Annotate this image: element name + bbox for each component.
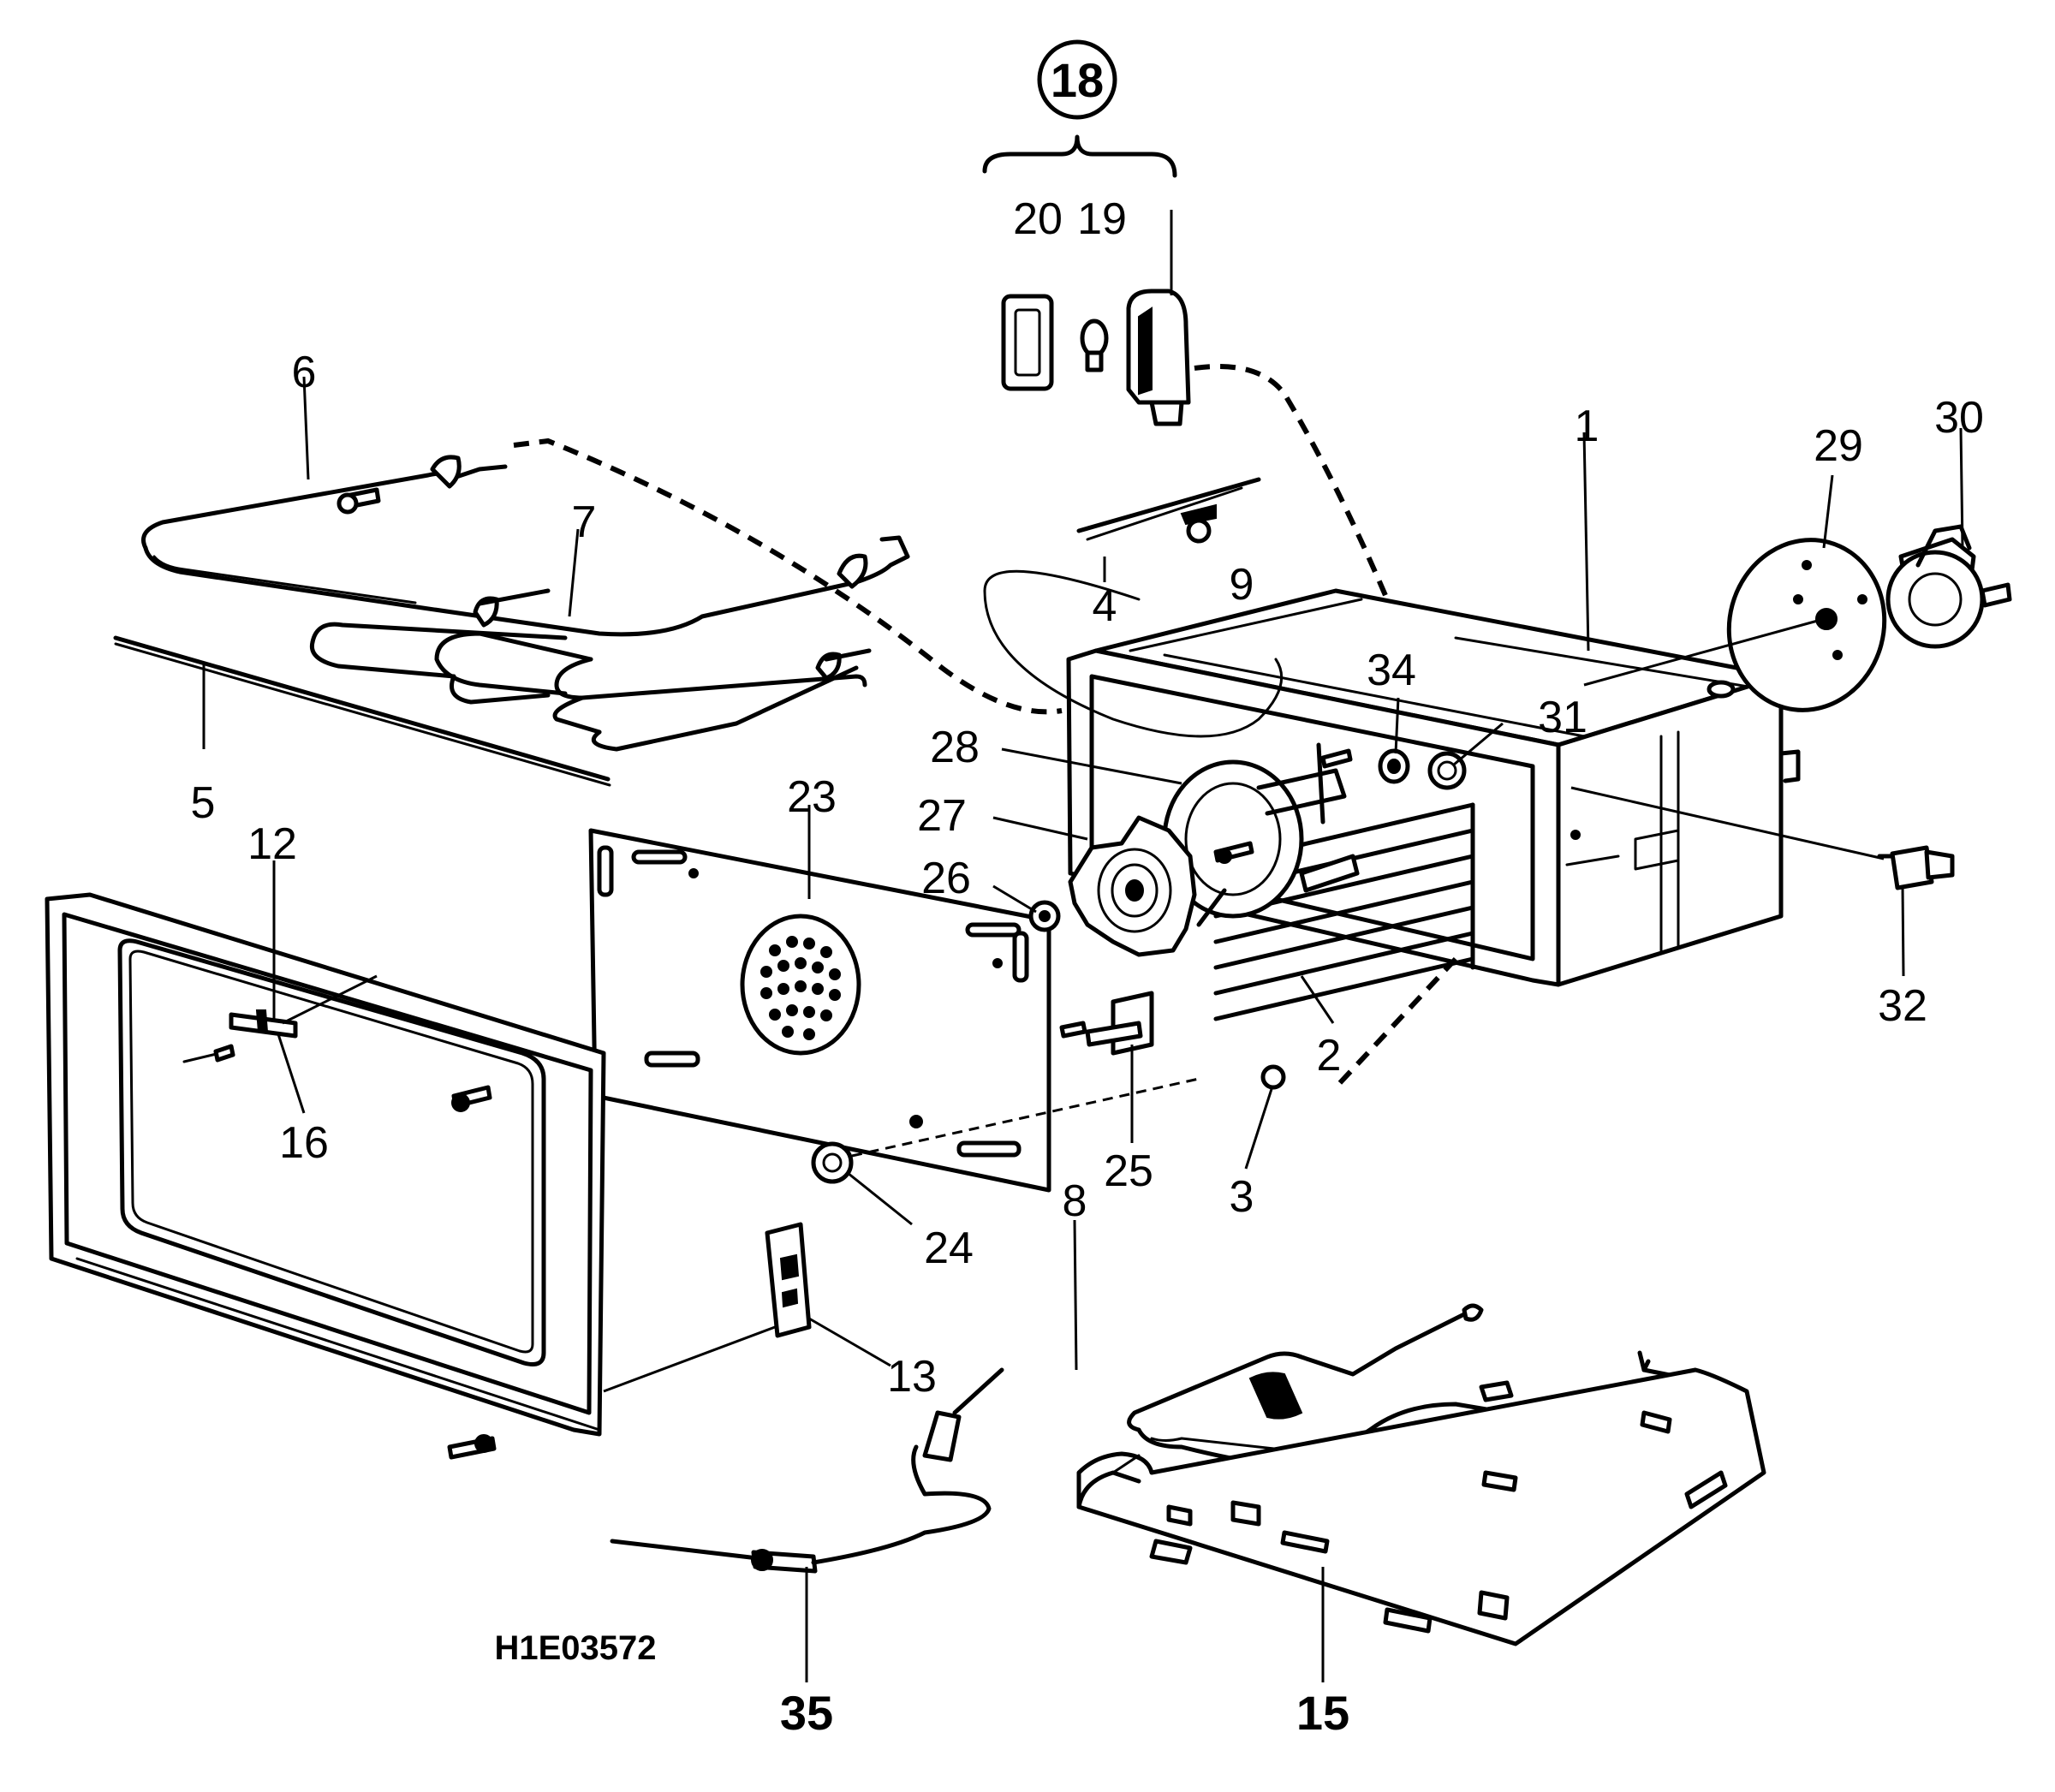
bracket-25 [1059, 991, 1154, 1056]
label-18: 18 [1051, 53, 1104, 107]
label-23: 23 [787, 772, 837, 822]
grill-element-6 [141, 455, 910, 637]
nut-24-axis [851, 1077, 1200, 1158]
hinge-screw [447, 1434, 497, 1460]
label-6: 6 [292, 348, 317, 397]
label-26: 26 [921, 854, 971, 903]
hinge-axis-line [603, 1325, 776, 1393]
label-24: 24 [924, 1223, 974, 1273]
base-panel-15 [1076, 1367, 1766, 1646]
label-16: 16 [279, 1118, 329, 1168]
label-8: 8 [1063, 1176, 1087, 1226]
nut-3 [1260, 1064, 1286, 1090]
hinge-13 [765, 1222, 812, 1338]
nut-26 [1028, 900, 1061, 932]
screw-near-34 [1320, 748, 1353, 769]
label-32: 32 [1878, 981, 1927, 1031]
rod-5 [113, 635, 611, 787]
label-28: 28 [930, 723, 980, 772]
lamp-bulb-19 [1080, 319, 1109, 372]
sensor-32 [1877, 845, 1955, 890]
label-29: 29 [1814, 421, 1863, 471]
part-18-circle [1037, 39, 1117, 120]
door-screw [451, 1085, 492, 1112]
lamp-cover-20 [1001, 294, 1054, 391]
axis-line-29 [1583, 617, 1825, 687]
label-20: 20 [1013, 194, 1063, 244]
lamp-group-brace [982, 134, 1177, 178]
label-12: 12 [247, 819, 297, 869]
label-3: 3 [1230, 1172, 1254, 1222]
label-35: 35 [780, 1686, 833, 1740]
label-13: 13 [887, 1352, 937, 1402]
label-5: 5 [191, 778, 216, 828]
fan-screw [1213, 841, 1254, 864]
label-19: 19 [1077, 194, 1127, 244]
cavity-dashed-link [1333, 956, 1458, 1090]
label-7: 7 [572, 497, 597, 547]
nut-24 [811, 1141, 854, 1184]
fan-motor-28 [1162, 742, 1360, 927]
label-34: 34 [1367, 646, 1416, 695]
fan-motor-30 [1885, 524, 2012, 649]
handle-clip-16 [182, 1009, 298, 1063]
axis-line-32 [1570, 786, 1885, 860]
label-15: 15 [1296, 1686, 1349, 1740]
probe-35 [610, 1367, 1004, 1574]
rear-panel-23 [588, 828, 1051, 1193]
label-30: 30 [1934, 393, 1984, 443]
leader-lines [202, 210, 1964, 1682]
fan-blade-27 [1068, 815, 1197, 957]
label-27: 27 [917, 791, 967, 841]
lamp-holder [1126, 289, 1191, 426]
label-1: 1 [1575, 402, 1599, 451]
door-12 [45, 892, 606, 1437]
door-rail-line [282, 974, 378, 1025]
label-31: 31 [1538, 693, 1587, 742]
base-element-8 [1127, 1303, 1749, 1532]
label-4: 4 [1093, 581, 1117, 631]
drawing-code: H1E03572 [494, 1629, 656, 1667]
label-2: 2 [1317, 1031, 1342, 1081]
nut-34 [1378, 748, 1410, 784]
label-9: 9 [1230, 560, 1254, 610]
oven-element-7 [309, 588, 872, 752]
label-25: 25 [1104, 1146, 1153, 1196]
element-6-dashed-wire [513, 438, 1063, 715]
sensor-4-and-bolt-9 [983, 477, 1284, 738]
